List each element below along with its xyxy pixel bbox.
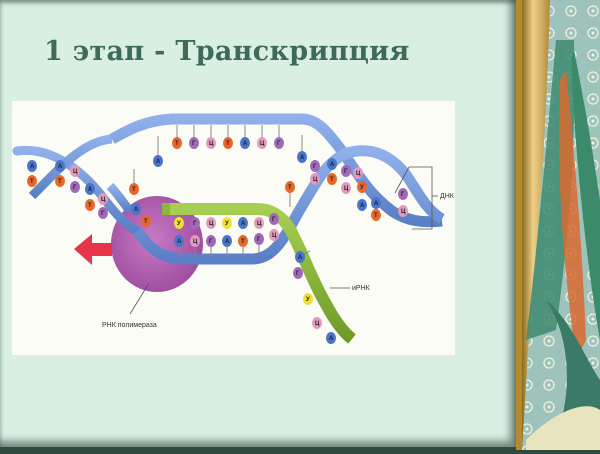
svg-text:А: А	[241, 221, 246, 227]
decorative-border	[516, 0, 600, 450]
svg-text:А: А	[329, 336, 334, 342]
svg-text:У: У	[306, 297, 310, 303]
svg-text:А: А	[134, 207, 139, 213]
svg-text:Г: Г	[296, 271, 300, 277]
svg-text:Ц: Ц	[257, 221, 262, 227]
template-bases: А Ц Г А Т Г Ц	[174, 229, 279, 257]
top-strand-bases: Т Г Ц Т А Ц Г А	[172, 125, 307, 163]
mrna-bases: У Г Ц У А Ц Г	[174, 213, 279, 229]
svg-text:Ц: Ц	[260, 141, 265, 147]
svg-text:Г: Г	[277, 141, 281, 147]
svg-text:А: А	[225, 239, 230, 245]
svg-text:Г: Г	[193, 221, 197, 227]
polymerase-label: РНК полимераза	[102, 322, 157, 329]
right-helix-bases: Г Ц Т А Г Ц Т Ц У А А Т Г Ц	[285, 158, 408, 221]
slide-title: 1 этап - Транскрипция	[44, 36, 410, 67]
svg-text:Т: Т	[144, 219, 148, 225]
svg-text:Т: Т	[374, 213, 378, 219]
svg-text:Т: Т	[288, 185, 292, 191]
svg-text:Ц: Ц	[272, 233, 277, 239]
svg-text:Г: Г	[401, 192, 405, 198]
transcription-diagram: Т Г Ц Т А Ц Г А У Г Ц У А Ц Г А	[12, 101, 455, 355]
svg-text:А: А	[374, 201, 379, 207]
svg-text:Г: Г	[209, 239, 213, 245]
svg-text:У: У	[360, 185, 364, 191]
svg-text:А: А	[300, 155, 305, 161]
svg-text:Г: Г	[192, 141, 196, 147]
dna-label-group: ДНК	[394, 166, 455, 230]
svg-text:Т: Т	[241, 239, 245, 245]
svg-text:А: А	[30, 164, 35, 170]
svg-text:Ц: Ц	[101, 197, 106, 203]
mrna-label: иРНК	[352, 285, 371, 292]
svg-text:Т: Т	[226, 141, 230, 147]
svg-text:Ц: Ц	[193, 239, 198, 245]
svg-text:А: А	[298, 255, 303, 261]
svg-text:Г: Г	[101, 211, 105, 217]
svg-text:А: А	[88, 187, 93, 193]
svg-text:Т: Т	[58, 179, 62, 185]
svg-text:Г: Г	[73, 185, 77, 191]
mrna-tail-bases: А Г У Ц А	[293, 250, 336, 344]
svg-text:Ц: Ц	[73, 169, 78, 175]
svg-text:У: У	[225, 221, 229, 227]
svg-text:Г: Г	[313, 164, 317, 170]
svg-text:Ц: Ц	[401, 209, 406, 215]
polymerase-label-group: РНК полимераза	[102, 282, 157, 329]
svg-text:Т: Т	[132, 187, 136, 193]
svg-text:Ц: Ц	[209, 221, 214, 227]
svg-text:Т: Т	[175, 141, 179, 147]
mrna-label-group: иРНК	[330, 285, 371, 292]
svg-text:Ц: Ц	[209, 141, 214, 147]
slide: 1 этап - Транскрипция	[0, 0, 516, 447]
dna-left-helix	[12, 134, 142, 236]
svg-text:Т: Т	[88, 203, 92, 209]
svg-text:У: У	[177, 221, 181, 227]
svg-text:А: А	[177, 239, 182, 245]
svg-text:Ц: Ц	[356, 171, 361, 177]
svg-text:Т: Т	[330, 177, 334, 183]
svg-text:Г: Г	[272, 217, 276, 223]
svg-text:А: А	[330, 162, 335, 168]
svg-text:Г: Г	[344, 169, 348, 175]
left-helix-bases: А Т А Т Ц Г А Т Ц Г Т А Т А	[27, 136, 163, 227]
svg-text:Ц: Ц	[315, 321, 320, 327]
svg-text:Г: Г	[257, 237, 261, 243]
svg-text:Ц: Ц	[344, 186, 349, 192]
dna-label: ДНК	[440, 193, 455, 200]
direction-arrow-icon	[74, 234, 112, 265]
svg-text:Т: Т	[30, 179, 34, 185]
svg-text:А: А	[243, 141, 248, 147]
svg-text:А: А	[360, 203, 365, 209]
svg-text:Ц: Ц	[313, 177, 318, 183]
svg-text:А: А	[58, 164, 63, 170]
svg-text:А: А	[156, 159, 161, 165]
